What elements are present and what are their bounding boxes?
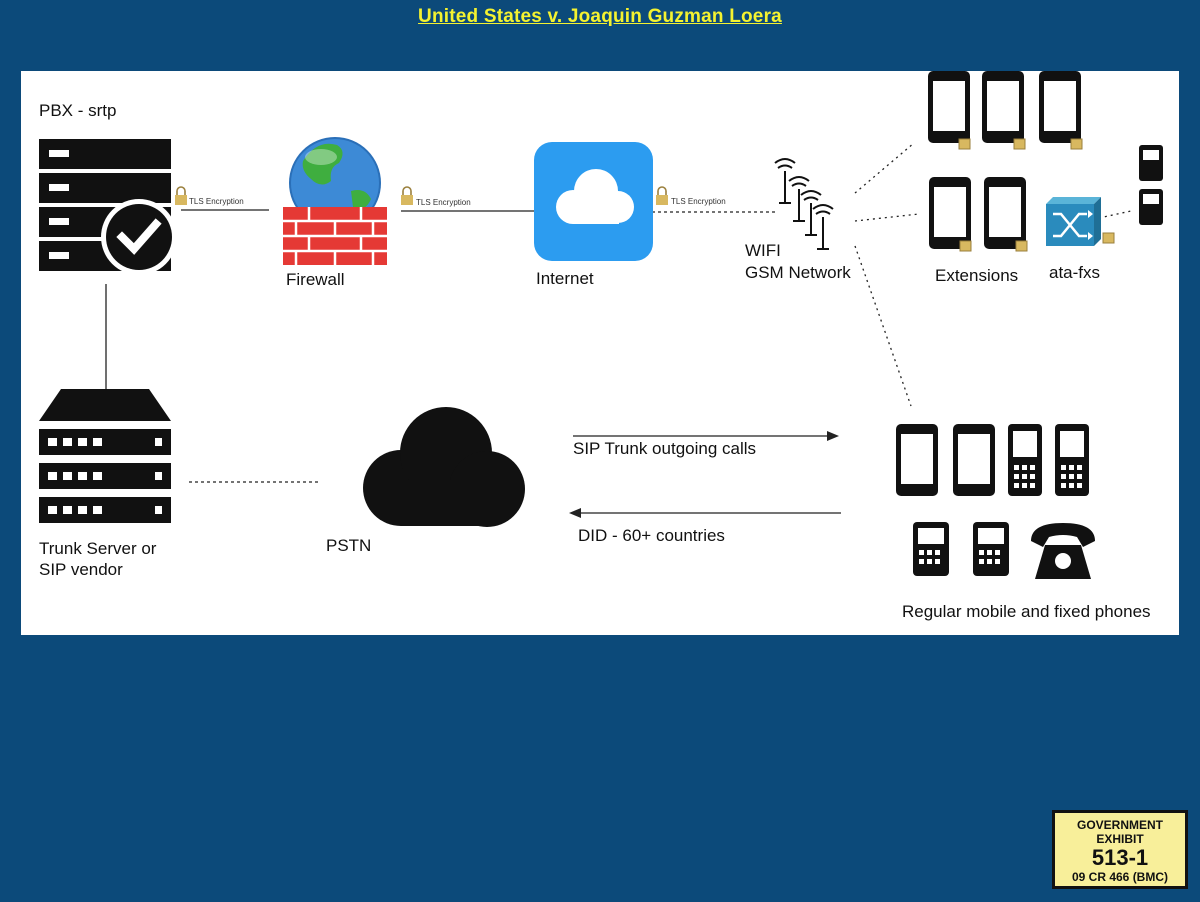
ata-fxs-icon	[1046, 197, 1101, 246]
smartphone-icon	[896, 424, 995, 496]
did-arrowhead	[569, 508, 581, 518]
wifi-regular-phones-link	[854, 245, 912, 407]
exhibit-number: 513-1	[1091, 845, 1149, 870]
did-label: DID - 60+ countries	[578, 526, 725, 545]
smartphone-icon	[928, 71, 1081, 249]
tls-encryption-label: TLS Encryption	[189, 197, 244, 206]
tls-encryption-label: TLS Encryption	[671, 197, 726, 206]
pbx-label: PBX - srtp	[39, 101, 117, 120]
ata-phone-link	[1098, 210, 1132, 219]
pstn-label: PSTN	[326, 536, 372, 555]
pstn-cloud-icon	[363, 407, 525, 527]
firewall-label: Firewall	[286, 270, 345, 289]
wifi-phones-link	[854, 142, 915, 194]
internet-cloud-icon	[534, 142, 653, 261]
exhibit-sticker: GOVERNMENT EXHIBIT 513-1 09 CR 466 (BMC)	[1052, 810, 1188, 889]
internet-label: Internet	[536, 269, 594, 288]
gsm-network-label: GSM Network	[745, 263, 851, 282]
feature-phone-icon	[1139, 145, 1163, 225]
exhibit-word: EXHIBIT	[1096, 832, 1144, 846]
padlock-icon	[175, 186, 668, 205]
case-title: United States v. Joaquin Guzman Loera	[418, 6, 782, 27]
wifi-extensions-link	[854, 213, 920, 222]
network-diagram: PBX - srtp Firewall Internet WIFI GSM Ne…	[21, 71, 1179, 635]
extensions-label: Extensions	[935, 266, 1019, 285]
regular-phones-label: Regular mobile and fixed phones	[902, 602, 1151, 621]
exhibit-case-number: 09 CR 466 (BMC)	[1071, 870, 1169, 884]
tls-encryption-label: TLS Encryption	[416, 198, 471, 207]
firewall-icon	[283, 137, 387, 265]
landline-phone-icon	[1031, 523, 1095, 579]
sip-trunk-label: SIP Trunk outgoing calls	[573, 439, 757, 458]
trunk-server-label: Trunk Server or	[39, 539, 157, 558]
sip-arrowhead	[827, 431, 839, 441]
connectors	[105, 142, 1132, 514]
trunk-server-icon	[39, 389, 171, 523]
ata-fxs-label: ata-fxs	[1049, 263, 1101, 282]
diagram-graphics	[39, 71, 1163, 579]
sip-vendor-label: SIP vendor	[39, 560, 123, 579]
exhibit-government: GOVERNMENT	[1076, 818, 1163, 832]
padlock-icon	[958, 138, 1115, 252]
wifi-label: WIFI	[745, 241, 781, 260]
pbx-server-icon	[39, 139, 177, 275]
feature-phone-icon	[913, 424, 1089, 576]
cell-tower-icon	[774, 158, 834, 250]
